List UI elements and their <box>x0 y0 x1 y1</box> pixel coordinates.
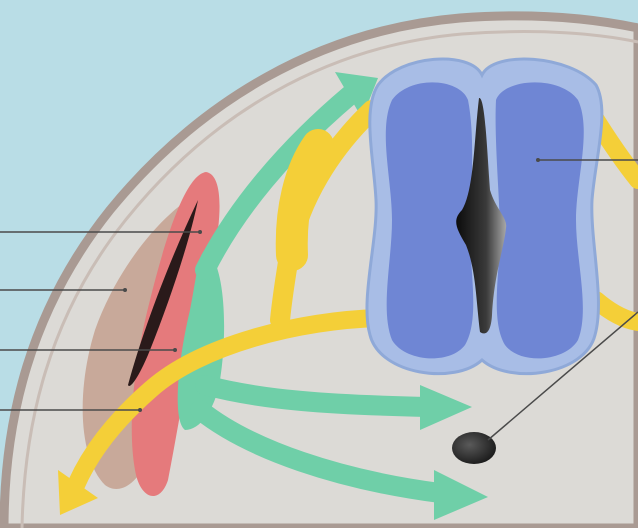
neural-tube-right-lobe <box>496 82 584 358</box>
notochord <box>452 432 496 464</box>
